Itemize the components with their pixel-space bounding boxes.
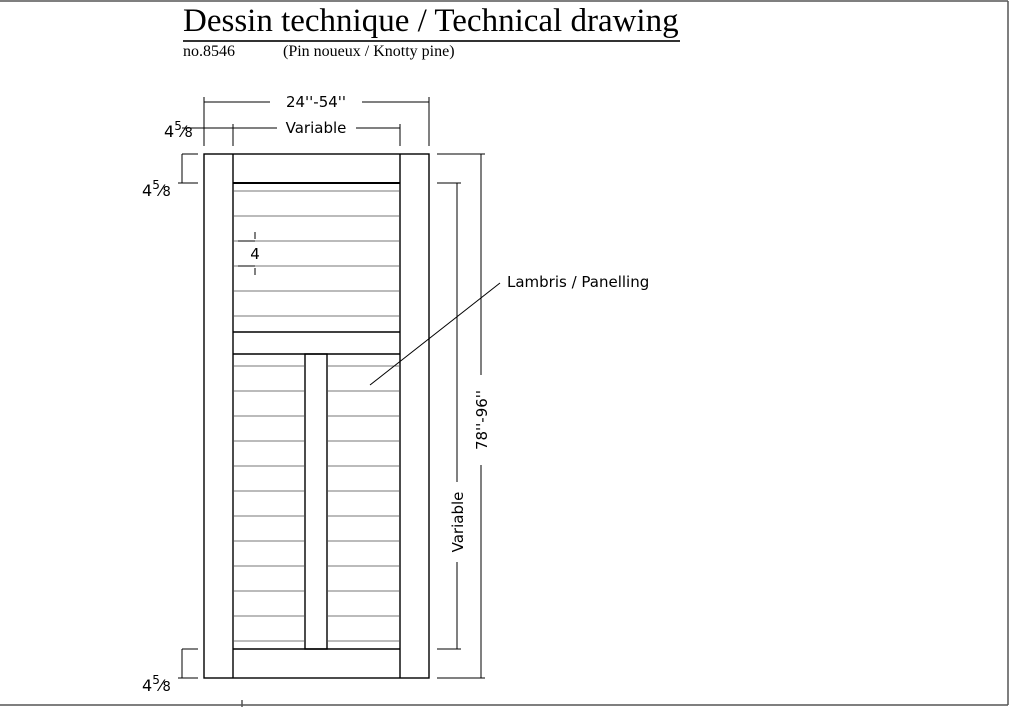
- rail-width-label-side: 45⁄8: [142, 178, 171, 200]
- drawing-title: Dessin technique / Technical drawing: [183, 2, 680, 42]
- svg-text:45⁄8: 45⁄8: [142, 178, 171, 200]
- dimension-lines: [178, 97, 501, 679]
- inner-width-label: Variable: [286, 119, 347, 137]
- overall-height-label: 78''-96'': [473, 390, 491, 450]
- svg-text:45⁄8: 45⁄8: [164, 119, 193, 141]
- svg-text:45⁄8: 45⁄8: [142, 673, 171, 695]
- material-label: (Pin noueux / Knotty pine): [283, 43, 455, 60]
- callout-leader-line: [369, 282, 501, 386]
- board-width-label: 4: [250, 245, 260, 263]
- panelling-boards: [234, 190, 399, 642]
- inner-height-label: Variable: [449, 492, 467, 553]
- rail-width-label-bottom: 45⁄8: [142, 673, 171, 695]
- door-frame: [203, 153, 430, 679]
- rail-width-label-top: 45⁄8: [164, 119, 193, 141]
- overall-width-label: 24''-54'': [286, 93, 346, 111]
- panelling-callout-label: Lambris / Panelling: [507, 273, 649, 291]
- product-number: no.8546: [183, 43, 235, 60]
